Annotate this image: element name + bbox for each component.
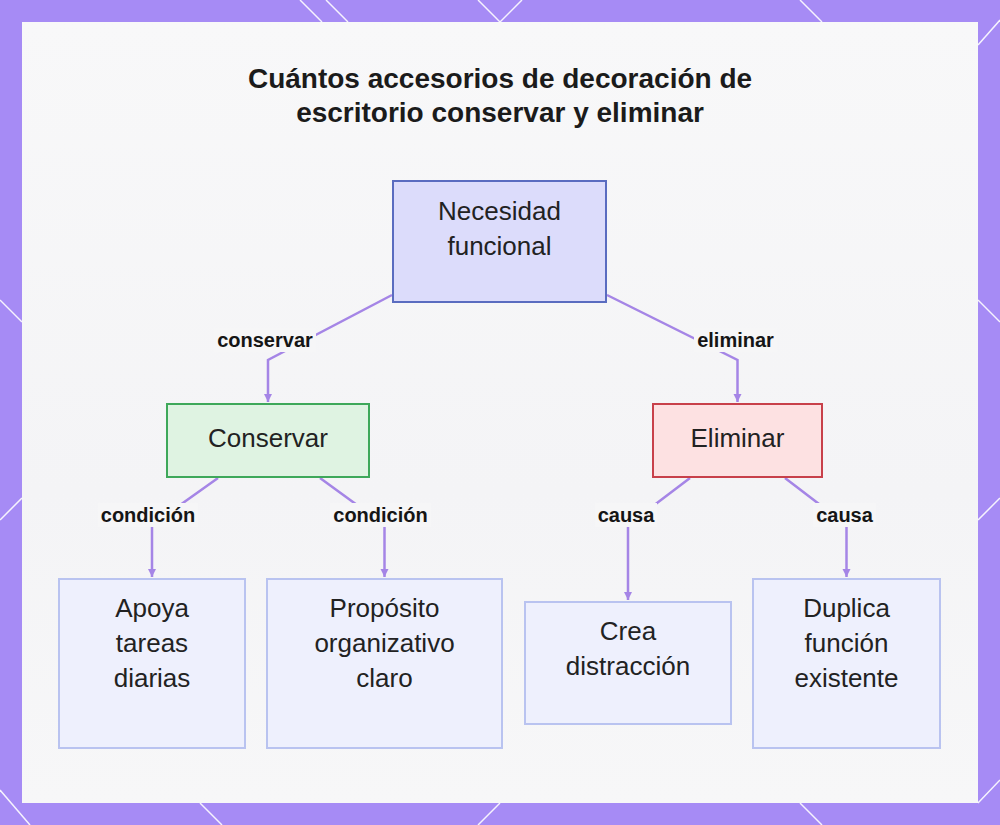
connector-arrow [320,478,385,577]
node-label: Apoya tareas diarias [78,591,226,696]
node-label: Propósito organizativo claro [286,591,483,696]
connector-arrow [628,478,690,600]
node-label: Necesidad funcional [412,194,587,264]
condition-box: Apoya tareas diarias [58,578,246,749]
root-box: Necesidad funcional [392,180,607,303]
edge-label: causa [595,503,658,527]
cause-box: Crea distracción [524,601,732,725]
edge-label: eliminar [694,328,777,352]
keep-box: Conservar [166,403,370,478]
edge-label: causa [813,503,876,527]
node-label: Crea distracción [544,614,712,684]
connector-arrow [785,478,847,577]
cause-box: Duplica función existente [752,578,941,749]
remove-box: Eliminar [652,403,823,478]
edge-label: conservar [214,328,316,352]
node-label: Conservar [208,421,328,456]
node-label: Eliminar [691,421,785,456]
condition-box: Propósito organizativo claro [266,578,503,749]
connector-arrow [152,478,218,577]
diagram-title: Cuántos accesorios de decoración de escr… [200,62,800,130]
edge-label: condición [330,503,430,527]
node-label: Duplica función existente [772,591,921,696]
edge-label: condición [98,503,198,527]
